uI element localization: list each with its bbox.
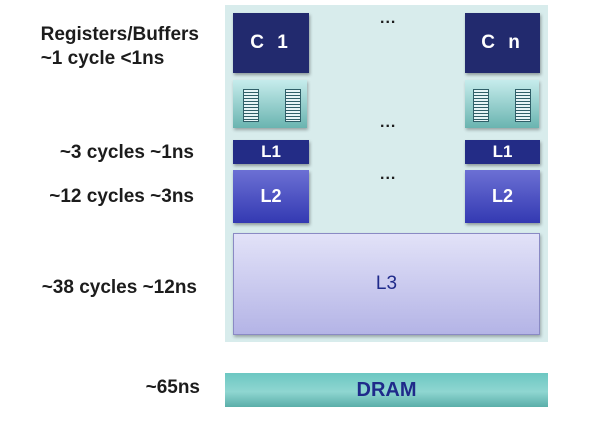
l1-latency-label: ~3 cycles ~1ns — [59, 142, 194, 163]
ellipsis-cores: ... — [380, 10, 397, 27]
registers-latency-label: ~1 cycle <1ns — [40, 48, 165, 69]
core-1-register-buffers — [233, 80, 307, 128]
register-stack-icon — [285, 89, 301, 122]
l3-latency-label: ~38 cycles ~12ns — [41, 277, 197, 298]
register-stack-icon — [243, 89, 259, 122]
core-n-register-buffers — [465, 80, 539, 128]
core-1-l1-cache: L1 — [233, 140, 309, 164]
shared-l3-cache: L3 — [233, 233, 540, 335]
registers-title-label: Registers/Buffers — [40, 24, 199, 45]
core-1-l2-cache: L2 — [233, 170, 309, 223]
register-stack-icon — [473, 89, 489, 122]
core-n-l2-cache: L2 — [465, 170, 540, 223]
l2-latency-label: ~12 cycles ~3ns — [49, 186, 194, 207]
core-n: C n — [465, 13, 540, 73]
dram-latency-label: ~65ns — [145, 377, 200, 398]
dram-bar: DRAM — [225, 373, 548, 407]
ellipsis-buffers: ... — [380, 114, 397, 131]
register-stack-icon — [515, 89, 531, 122]
ellipsis-caches: ... — [380, 166, 397, 183]
core-n-l1-cache: L1 — [465, 140, 540, 164]
core-1: C 1 — [233, 13, 309, 73]
